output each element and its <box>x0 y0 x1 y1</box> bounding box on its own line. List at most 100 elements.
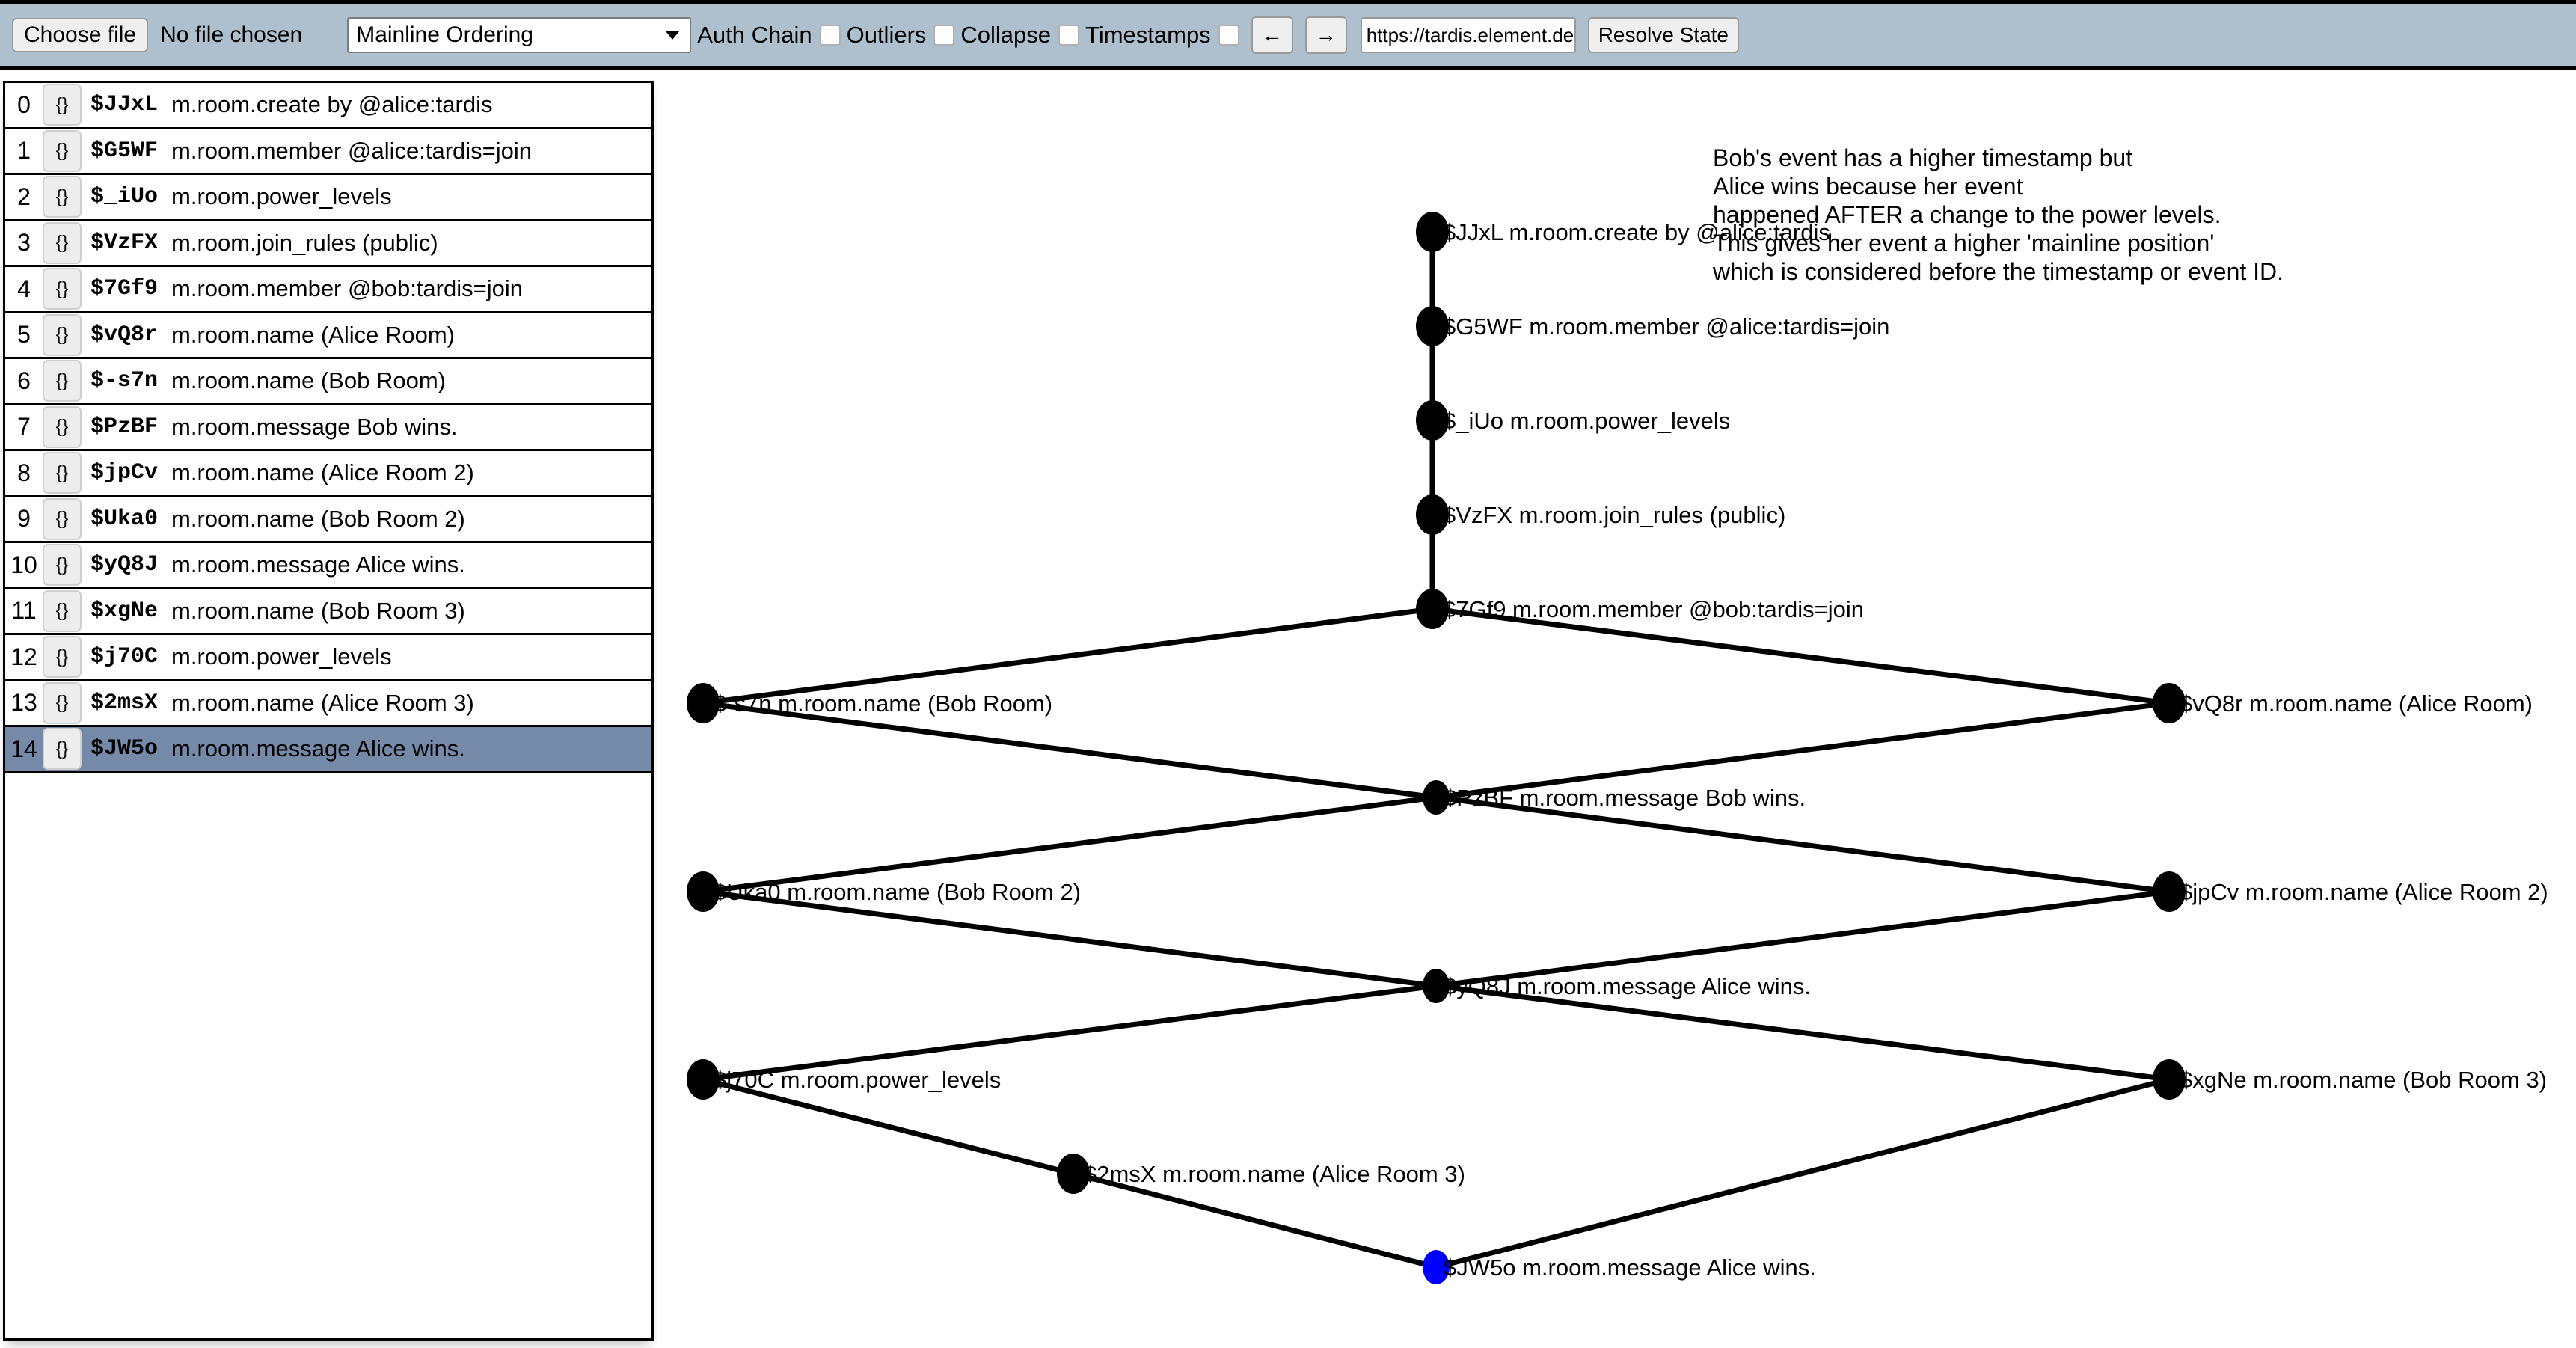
graph-node[interactable]: $7Gf9 m.room.member @bob:tardis=join <box>1416 589 1864 629</box>
graph-node-label: $yQ8J m.room.message Alice wins. <box>1444 973 1811 999</box>
json-view-icon[interactable]: {} <box>43 681 82 724</box>
json-view-icon[interactable]: {} <box>43 268 82 310</box>
graph-node-dot[interactable] <box>2153 871 2186 912</box>
graph-node-dot[interactable] <box>687 871 720 912</box>
event-row-summary: m.room.name (Alice Room 3) <box>171 689 474 716</box>
graph-node-dot[interactable] <box>1416 494 1449 535</box>
forward-arrow-button[interactable]: → <box>1304 16 1347 54</box>
graph-node[interactable]: $PzBF m.room.message Bob wins. <box>1423 780 1806 815</box>
graph-edge <box>1435 794 2170 895</box>
graph-node-label: $-s7n m.room.name (Bob Room) <box>714 690 1052 717</box>
server-url-input[interactable]: https://tardis.element.dev <box>1360 17 1576 53</box>
graph-node-dot[interactable] <box>1416 306 1449 346</box>
event-row-summary: m.room.power_levels <box>171 643 392 670</box>
graph-node-dot[interactable] <box>1423 780 1450 815</box>
outliers-checkbox[interactable] <box>933 25 955 46</box>
event-row-summary: m.room.message Bob wins. <box>171 413 458 440</box>
graph-node[interactable]: $JJxL m.room.create by @alice:tardis <box>1416 212 1830 252</box>
graph-node-label: $JW5o m.room.message Alice wins. <box>1444 1254 1816 1281</box>
graph-node[interactable]: $j70C m.room.power_levels <box>687 1059 1001 1100</box>
resolve-state-button[interactable]: Resolve State <box>1587 17 1740 53</box>
event-row-id: $j70C <box>91 644 159 670</box>
graph-node[interactable]: $_iUo m.room.power_levels <box>1416 400 1730 441</box>
choose-file-button[interactable]: Choose file <box>12 18 149 52</box>
graph-node[interactable]: $xgNe m.room.name (Bob Room 3) <box>2153 1059 2547 1100</box>
graph-nodes-layer[interactable]: $JJxL m.room.create by @alice:tardis $G5W… <box>687 212 2548 1284</box>
graph-node-dot[interactable] <box>687 683 720 723</box>
graph-edge <box>702 794 1437 895</box>
graph-node-dot[interactable] <box>687 1059 720 1100</box>
graph-node[interactable]: $JW5o m.room.message Alice wins. <box>1423 1250 1816 1284</box>
json-view-icon[interactable]: {} <box>43 405 82 448</box>
json-view-icon[interactable]: {} <box>43 129 82 172</box>
auth-chain-checkbox[interactable] <box>819 25 841 46</box>
graph-node[interactable]: $2msX m.room.name (Alice Room 3) <box>1057 1154 1465 1194</box>
timestamps-label: Timestamps <box>1085 22 1211 48</box>
graph-node[interactable]: $G5WF m.room.member @alice:tardis=join <box>1416 306 1889 346</box>
json-view-icon[interactable]: {} <box>43 544 82 586</box>
ordering-select[interactable]: Mainline Ordering <box>347 17 692 53</box>
graph-node-dot[interactable] <box>1423 1250 1450 1284</box>
graph-node[interactable]: $yQ8J m.room.message Alice wins. <box>1423 969 1811 1003</box>
dag-graph-canvas[interactable]: $JJxL m.room.create by @alice:tardis $G5W… <box>658 75 2576 1348</box>
graph-node-dot[interactable] <box>1416 589 1449 629</box>
graph-node-dot[interactable] <box>2153 683 2186 723</box>
graph-node[interactable]: $-s7n m.room.name (Bob Room) <box>687 683 1052 723</box>
json-view-icon[interactable]: {} <box>43 636 82 678</box>
json-view-icon[interactable]: {} <box>43 728 82 770</box>
event-row-index: 6 <box>17 367 31 394</box>
event-row-summary: m.room.name (Alice Room 2) <box>171 459 474 486</box>
graph-node[interactable]: $VzFX m.room.join_rules (public) <box>1416 494 1785 535</box>
event-row-summary: m.room.member @bob:tardis=join <box>171 275 523 302</box>
event-row-index: 0 <box>17 91 31 118</box>
graph-node-label: $j70C m.room.power_levels <box>714 1067 1001 1093</box>
json-view-icon[interactable]: {} <box>43 452 82 494</box>
event-row-index: 11 <box>11 597 37 625</box>
event-row-index: 1 <box>17 137 31 165</box>
collapse-checkbox[interactable] <box>1058 25 1080 46</box>
graph-node-dot[interactable] <box>1423 969 1450 1003</box>
json-view-icon[interactable]: {} <box>43 497 82 540</box>
graph-node-label: $xgNe m.room.name (Bob Room 3) <box>2180 1067 2547 1093</box>
graph-edge <box>1073 1171 1437 1270</box>
event-row-id: $VzFX <box>91 230 159 256</box>
json-view-icon[interactable]: {} <box>43 360 82 402</box>
event-row-id: $JJxL <box>91 92 159 118</box>
graph-node-dot[interactable] <box>2153 1059 2186 1100</box>
json-view-icon[interactable]: {} <box>43 176 82 218</box>
graph-node[interactable]: $vQ8r m.room.name (Alice Room) <box>2153 683 2533 723</box>
event-row-index: 14 <box>10 735 37 762</box>
graph-node[interactable]: $jpCv m.room.name (Alice Room 2) <box>2153 871 2548 912</box>
json-view-icon[interactable]: {} <box>43 221 82 264</box>
event-row-id: $G5WF <box>91 138 159 164</box>
timestamps-checkbox[interactable] <box>1218 25 1239 46</box>
json-view-icon[interactable]: {} <box>43 313 82 356</box>
event-row-index: 4 <box>17 275 31 302</box>
json-view-icon[interactable]: {} <box>43 84 82 126</box>
graph-node-dot[interactable] <box>1057 1154 1090 1194</box>
graph-edge <box>1435 889 2170 989</box>
graph-node-dot[interactable] <box>1416 212 1449 252</box>
json-view-icon[interactable]: {} <box>43 589 82 632</box>
graph-node-label: $jpCv m.room.name (Alice Room 2) <box>2180 879 2548 905</box>
graph-edge <box>1435 700 2170 800</box>
graph-node-dot[interactable] <box>1416 400 1449 441</box>
back-arrow-button[interactable]: ← <box>1251 16 1293 54</box>
graph-node[interactable]: $Uka0 m.room.name (Bob Room 2) <box>687 871 1081 912</box>
